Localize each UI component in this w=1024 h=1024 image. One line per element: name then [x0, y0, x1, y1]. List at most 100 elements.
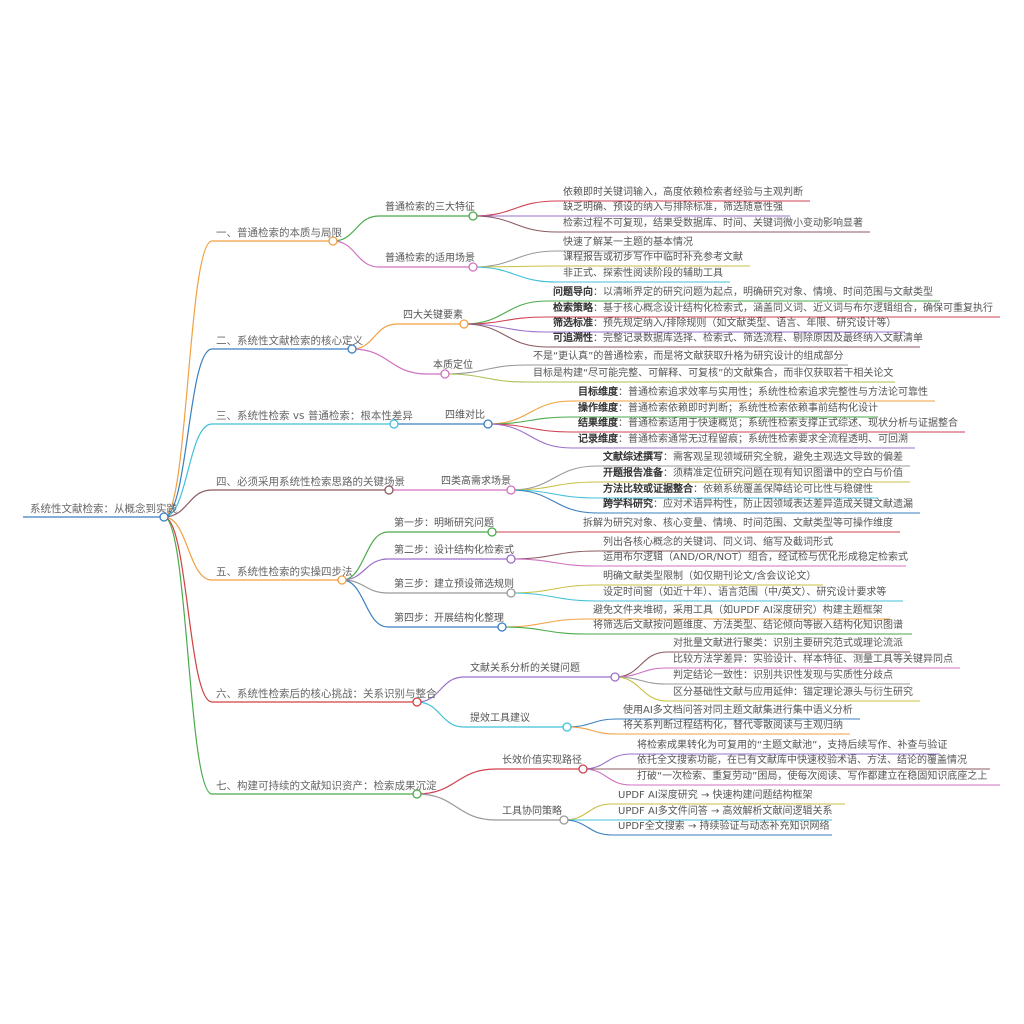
leaf-node[interactable]: 列出各核心概念的关键词、同义词、缩写及截词形式: [603, 537, 833, 548]
branch-node[interactable]: 一、普通检索的本质与局限: [216, 227, 342, 239]
subtopic-node[interactable]: 四维对比: [445, 410, 485, 421]
subtopic-node[interactable]: 文献关系分析的关键问题: [470, 663, 580, 674]
leaf-node[interactable]: 比较方法学差异：实验设计、样本特征、测量工具等关键异同点: [673, 654, 953, 665]
leaf-node[interactable]: 打破“一次检索、重复劳动”困局，使每次阅读、写作都建立在稳固知识底座之上: [637, 771, 988, 782]
branch-collapse-toggle[interactable]: [412, 697, 422, 707]
branch-node[interactable]: 六、系统性检索后的核心挑战：关系识别与整合: [216, 688, 437, 700]
branch-node[interactable]: 二、系统性文献检索的核心定义: [216, 335, 363, 347]
leaf-node[interactable]: 避免文件夹堆砌，采用工具（如UPDF AI深度研究）构建主题框架: [593, 605, 883, 616]
leaf-node[interactable]: 记录维度：普通检索通常无过程留痕；系统性检索要求全流程透明、可回溯: [578, 434, 908, 446]
branch-collapse-toggle[interactable]: [384, 485, 394, 495]
leaf-node[interactable]: 运用布尔逻辑（AND/OR/NOT）组合，经试检与优化形成稳定检索式: [603, 552, 909, 563]
subtopic-collapse-toggle[interactable]: [468, 262, 478, 272]
leaf-node[interactable]: 判定结论一致性：识别共识性发现与实质性分歧点: [673, 670, 893, 681]
subtopic-node[interactable]: 长效价值实现路径: [502, 755, 582, 766]
subtopic-collapse-toggle[interactable]: [459, 319, 469, 329]
leaf-node[interactable]: 将关系判断过程结构化，替代零散阅读与主观归纳: [623, 720, 843, 731]
subtopic-node[interactable]: 提效工具建议: [470, 713, 530, 724]
leaf-description: ：普通检索追求效率与实用性；系统性检索追求完整性与方法论可靠性: [618, 387, 928, 398]
branch-collapse-toggle[interactable]: [347, 344, 357, 354]
root-collapse-toggle[interactable]: [159, 512, 169, 522]
subtopic-node[interactable]: 普通检索的三大特征: [385, 202, 475, 213]
subtopic-collapse-toggle[interactable]: [610, 672, 620, 682]
branch-collapse-toggle[interactable]: [337, 575, 347, 585]
subtopic-connector: [351, 323, 464, 350]
leaf-connector: [444, 373, 895, 383]
branch-node[interactable]: 四、必须采用系统性检索思路的关键场景: [216, 476, 405, 488]
leaf-node[interactable]: 依赖即时关键词输入，高度依赖检索者经验与主观判断: [563, 187, 803, 198]
leaf-node[interactable]: 跨学科研究：应对术语异构性，防止因领域表达差异造成关键文献遗漏: [603, 499, 913, 511]
branch-node[interactable]: 五、系统性检索的实操四步法: [216, 566, 353, 578]
subtopic-collapse-toggle[interactable]: [497, 622, 507, 632]
leaf-node[interactable]: 明确文献类型限制（如仅期刊论文/含会议论文）: [603, 571, 817, 582]
leaf-node[interactable]: UPDF AI多文件问答 → 高效解析文献间逻辑关系: [618, 806, 833, 817]
subtopic-collapse-toggle[interactable]: [468, 211, 478, 221]
leaf-connector: [510, 558, 906, 567]
subtopic-node[interactable]: 四大关键要素: [403, 310, 463, 321]
leaf-node[interactable]: 拆解为研究对象、核心变量、情境、时间范围、文献类型等可操作维度: [583, 518, 893, 529]
leaf-node[interactable]: 将筛选后文献按问题维度、方法类型、结论倾向等嵌入结构化知识图谱: [593, 620, 903, 631]
leaf-node[interactable]: 将检索成果转化为可复用的“主题文献池”，支持后续写作、补查与验证: [637, 740, 948, 751]
subtopic-collapse-toggle[interactable]: [506, 485, 516, 495]
subtopic-node[interactable]: 四类高需求场景: [441, 476, 511, 487]
subtopic-node[interactable]: 第一步：明晰研究问题: [394, 518, 494, 529]
leaf-node[interactable]: 区分基础性文献与应用延伸：锚定理论源头与衍生研究: [673, 687, 913, 698]
leaf-node[interactable]: UPDF AI深度研究 → 快速构建问题结构框架: [618, 790, 813, 801]
leaf-connector: [472, 200, 810, 217]
leaf-node[interactable]: 目标是构建“尽可能完整、可解释、可复核”的文献集合，而非仅获取若干相关论文: [533, 368, 894, 379]
leaf-node[interactable]: 缺乏明确、预设的纳入与排除标准，筛选随意性强: [563, 202, 783, 213]
leaf-node[interactable]: 设定时间窗（如近十年）、语言范围（中/英文）、研究设计要求等: [603, 587, 887, 598]
leaf-node[interactable]: 不是“更认真”的普通检索，而是将文献获取升格为研究设计的组成部分: [533, 351, 844, 362]
subtopic-collapse-toggle[interactable]: [578, 764, 588, 774]
leaf-node[interactable]: 问题导向：以清晰界定的研究问题为起点，明确研究对象、情境、时间范围与文献类型: [553, 287, 933, 299]
branch-node[interactable]: 七、构建可持续的文献知识资产：检索成果沉淀: [216, 780, 437, 792]
branch-collapse-toggle[interactable]: [389, 419, 399, 429]
leaf-node[interactable]: 非正式、探索性阅读阶段的辅助工具: [563, 268, 723, 279]
leaf-node[interactable]: 快速了解某一主题的基本情况: [563, 237, 693, 248]
subtopic-collapse-toggle[interactable]: [506, 554, 516, 564]
subtopic-node[interactable]: 普通检索的适用场景: [385, 253, 475, 264]
leaf-node[interactable]: 依托全文搜索功能，在已有文献库中快速校验术语、方法、结论的覆盖情况: [637, 755, 967, 766]
leaf-description: ：普通检索依赖即时判断；系统性检索依赖事前结构化设计: [618, 403, 878, 414]
branch-collapse-toggle[interactable]: [328, 236, 338, 246]
leaf-connector: [487, 423, 915, 449]
leaf-node[interactable]: 目标维度：普通检索追求效率与实用性；系统性检索追求完整性与方法论可靠性: [578, 387, 928, 399]
subtopic-node[interactable]: 第四步：开展结构化整理: [394, 613, 504, 624]
leaf-connector: [501, 618, 890, 628]
leaf-node[interactable]: 筛选标准：预先规定纳入/排除规则（如文献类型、语言、年限、研究设计等）: [553, 318, 896, 330]
subtopic-node[interactable]: 第二步：设计结构化检索式: [394, 545, 514, 556]
subtopic-collapse-toggle[interactable]: [440, 369, 450, 379]
leaf-node[interactable]: 文献综述撰写：需客观呈现领域研究全貌，避免主观选文导致的偏差: [603, 452, 903, 464]
leaf-connector: [501, 626, 912, 635]
branch-collapse-toggle[interactable]: [412, 789, 422, 799]
leaf-node[interactable]: 方法比较或证据整合：依赖系统覆盖保障结论可比性与稳健性: [603, 484, 873, 496]
subtopic-collapse-toggle[interactable]: [562, 722, 572, 732]
subtopic-collapse-toggle[interactable]: [506, 588, 516, 598]
leaf-connector: [487, 423, 965, 433]
subtopic-collapse-toggle[interactable]: [559, 815, 569, 825]
root-node[interactable]: 系统性文献检索：从概念到实践: [30, 503, 177, 515]
leaf-node[interactable]: 检索策略：基于核心概念设计结构化检索式，涵盖同义词、近义词与布尔逻辑组合，确保可…: [553, 303, 993, 315]
leaf-connector: [463, 300, 940, 325]
subtopic-collapse-toggle[interactable]: [487, 527, 497, 537]
branch-node[interactable]: 三、系统性检索 vs 普通检索：根本性差异: [216, 410, 413, 422]
leaf-node[interactable]: 课程报告或初步写作中临时补充参考文献: [563, 252, 743, 263]
subtopic-node[interactable]: 工具协同策略: [502, 806, 562, 817]
subtopic-collapse-toggle[interactable]: [483, 419, 493, 429]
leaf-keyword: 可追溯性: [553, 333, 593, 344]
leaf-node[interactable]: 使用AI多文档问答对同主题文献集进行集中语义分析: [623, 705, 853, 716]
leaf-node[interactable]: 开题报告准备：须精准定位研究问题在现有知识图谱中的空白与价值: [603, 468, 903, 480]
leaf-description: ：须精准定位研究问题在现有知识图谱中的空白与价值: [663, 468, 903, 479]
leaf-node[interactable]: 检索过程不可复现，结果受数据库、时间、关键词微小变动影响显著: [563, 218, 863, 229]
subtopic-node[interactable]: 本质定位: [433, 360, 473, 371]
subtopic-node[interactable]: 第三步：建立预设筛选规则: [394, 579, 514, 590]
leaf-keyword: 操作维度: [578, 403, 618, 414]
leaf-node[interactable]: 对批量文献进行聚类：识别主要研究范式或理论流派: [673, 638, 903, 649]
leaf-node[interactable]: 可追溯性：完整记录数据库选择、检索式、筛选流程、剔除原因及最终纳入文献清单: [553, 333, 923, 345]
leaf-node[interactable]: 操作维度：普通检索依赖即时判断；系统性检索依赖事前结构化设计: [578, 403, 878, 415]
leaf-description: ：完整记录数据库选择、检索式、筛选流程、剔除原因及最终纳入文献清单: [593, 333, 923, 344]
leaf-node[interactable]: 结果维度：普通检索适用于快速概览；系统性检索支撑正式综述、现状分析与证据整合: [578, 418, 958, 430]
leaf-connector: [614, 667, 960, 678]
leaf-node[interactable]: UPDF全文搜索 → 持续验证与动态补充知识网络: [618, 821, 830, 832]
subtopic-connector: [416, 701, 567, 728]
